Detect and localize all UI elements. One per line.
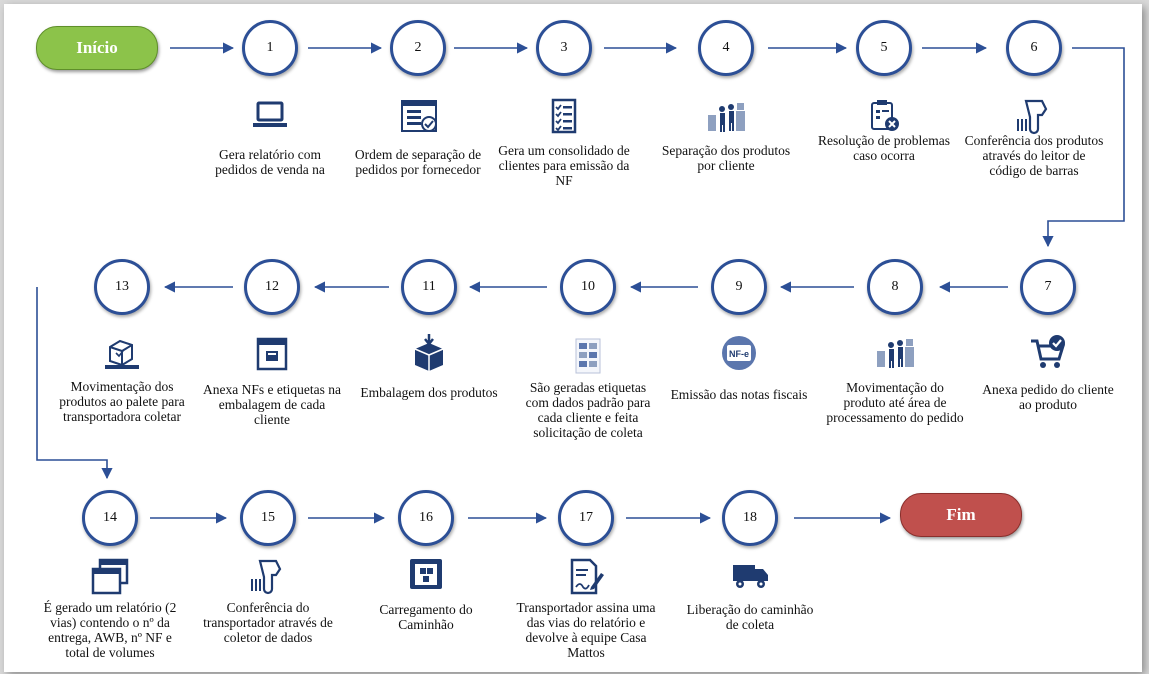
- step-18-circle: 18: [722, 490, 778, 546]
- flow-arrow-7: [1042, 47, 1125, 248]
- step-1-circle: 1: [242, 20, 298, 76]
- warehouse-workers-icon: [708, 103, 745, 132]
- step-14-circle: 14: [82, 490, 138, 546]
- step-number: 7: [1044, 279, 1052, 294]
- step-8-circle: 8: [867, 259, 923, 315]
- step-13-caption: Movimentação dos produtos ao palete para…: [59, 379, 185, 424]
- checklist-window-icon: [401, 100, 437, 132]
- step-7-circle: 7: [1020, 259, 1076, 315]
- step-number: 18: [743, 510, 757, 525]
- step-number: 11: [422, 279, 436, 294]
- step-number: 12: [265, 279, 279, 294]
- step-4-caption: Separação dos produtos por cliente: [661, 143, 791, 173]
- step-18-caption: Liberação do caminhão de coleta: [686, 602, 814, 632]
- step-number: 15: [261, 510, 275, 525]
- sign-document-icon: [570, 558, 604, 595]
- step-11-caption: Embalagem dos produtos: [360, 385, 498, 400]
- step-10-caption: São geradas etiquetas com dados padrão p…: [525, 380, 651, 440]
- step-number: 13: [115, 279, 129, 294]
- step-number: 8: [891, 279, 899, 294]
- step-number: 10: [581, 279, 595, 294]
- step-number: 16: [419, 510, 433, 525]
- step-5-caption: Resolução de problemas caso ocorra: [818, 133, 950, 163]
- step-number: 1: [266, 40, 274, 55]
- step-11-circle: 11: [401, 259, 457, 315]
- step-8-caption: Movimentação do produto até área de proc…: [826, 380, 964, 425]
- warehouse-workers-icon: [877, 339, 914, 368]
- step-12-caption: Anexa NFs e etiquetas na embalagem de ca…: [203, 382, 341, 427]
- box-icon: [414, 334, 444, 371]
- step-4-circle: 4: [698, 20, 754, 76]
- flow-arrow-14: [36, 287, 113, 480]
- step-16-circle: 16: [398, 490, 454, 546]
- step-17-caption: Transportador assina uma das vias do rel…: [516, 600, 656, 660]
- pallet-box-icon: [105, 339, 139, 369]
- truck-icon: [733, 565, 768, 588]
- svg-text:NF-e: NF-e: [729, 349, 749, 359]
- step-number: 2: [414, 40, 422, 55]
- truck-loading-icon: [410, 559, 442, 589]
- step-number: 14: [103, 510, 117, 525]
- nfe-icon: NF-e: [722, 336, 756, 370]
- step-3-circle: 3: [536, 20, 592, 76]
- step-10-circle: 10: [560, 259, 616, 315]
- step-number: 6: [1030, 40, 1038, 55]
- end-terminal: Fim: [900, 493, 1022, 537]
- step-1-caption: Gera relatório com pedidos de venda na: [215, 147, 325, 177]
- step-13-circle: 13: [94, 259, 150, 315]
- step-9-circle: 9: [711, 259, 767, 315]
- start-label: Início: [76, 38, 118, 57]
- step-17-circle: 17: [558, 490, 614, 546]
- step-14-caption: É gerado um relatório (2 vias) contendo …: [43, 600, 177, 660]
- step-number: 9: [735, 279, 743, 294]
- package-label-icon: [256, 337, 288, 371]
- step-7-caption: Anexa pedido do cliente ao produto: [982, 382, 1114, 412]
- barcode-scanner-icon: [1017, 99, 1048, 135]
- windows-icon: [91, 558, 129, 595]
- barcode-scanner-icon: [251, 559, 282, 595]
- start-terminal: Início: [36, 26, 158, 70]
- step-number: 4: [722, 40, 730, 55]
- step-number: 17: [579, 510, 593, 525]
- step-12-circle: 12: [244, 259, 300, 315]
- step-9-caption: Emissão das notas fiscais: [670, 387, 808, 402]
- flow-arrows: [36, 42, 1125, 524]
- checklist-icon: [551, 98, 577, 134]
- cart-check-icon: [1031, 335, 1066, 368]
- step-3-caption: Gera um consolidado de clientes para emi…: [498, 143, 630, 188]
- step-15-circle: 15: [240, 490, 296, 546]
- step-15-caption: Conferência do transportador através de …: [203, 600, 333, 645]
- step-number: 5: [880, 40, 888, 55]
- step-number: 3: [560, 40, 568, 55]
- step-6-circle: 6: [1006, 20, 1062, 76]
- step-5-circle: 5: [856, 20, 912, 76]
- laptop-icon: [253, 101, 287, 127]
- clipboard-error-icon: [871, 100, 899, 131]
- step-16-caption: Carregamento do Caminhão: [379, 602, 473, 632]
- step-2-circle: 2: [390, 20, 446, 76]
- step-2-caption: Ordem de separação de pedidos por fornec…: [354, 147, 482, 177]
- end-label: Fim: [946, 505, 976, 524]
- labels-sheet-icon: [575, 338, 601, 374]
- step-6-caption: Conferência dos produtos através do leit…: [964, 133, 1104, 178]
